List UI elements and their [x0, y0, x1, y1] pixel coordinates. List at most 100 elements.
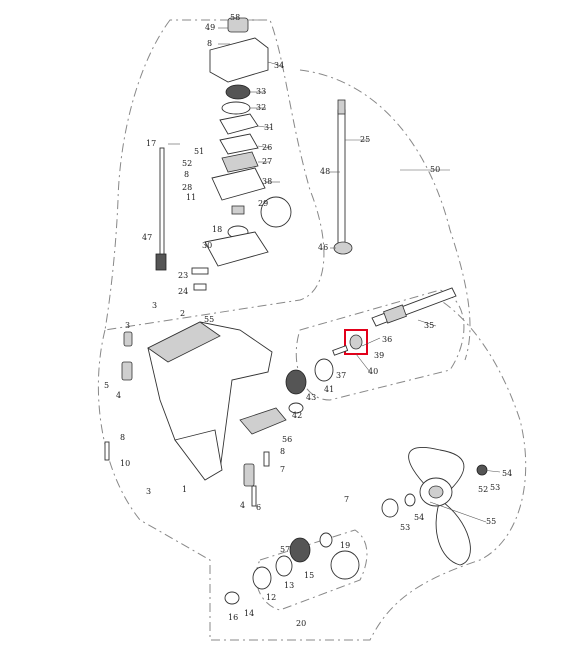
callout-28: 30: [202, 241, 212, 250]
callout-43: 47: [142, 233, 152, 242]
seal-19: [319, 532, 333, 548]
callout-4a: 4: [116, 391, 121, 400]
impeller-31: [225, 84, 251, 100]
callout-31: 33: [256, 87, 266, 96]
group-outline-upper: [104, 19, 325, 331]
fasteners: [104, 267, 270, 507]
callout-47: 51: [194, 147, 204, 156]
hub-bore: [428, 485, 444, 499]
cap-58: [227, 17, 249, 33]
housing-top: [147, 321, 221, 363]
callout-13: 13: [284, 581, 294, 590]
clutch-37: [349, 334, 363, 350]
shift-rod: [155, 147, 167, 271]
gear-41: [285, 369, 307, 395]
group-outline-gear: [255, 529, 368, 611]
callout-18: 18: [212, 225, 222, 234]
lower-unit-housing: [147, 321, 273, 481]
group-outline-driveshaft: [299, 69, 471, 361]
water-pump-assembly: [204, 17, 292, 267]
callout-12: 12: [266, 593, 276, 602]
shaft-33: [371, 287, 457, 327]
callout-40: 42: [292, 411, 302, 420]
callout-7a: 7: [280, 465, 285, 474]
washer-14: [224, 591, 240, 605]
callout-11: 11: [186, 193, 196, 202]
bracket-4: [123, 331, 133, 347]
pin-35: [332, 345, 349, 356]
part-37-highlight: [344, 329, 368, 355]
callout-25: 27: [262, 157, 272, 166]
group-outline-main: [97, 299, 527, 641]
callout-24: 26: [262, 143, 272, 152]
callout-35: 37: [336, 371, 346, 380]
callout-44: 48: [320, 167, 330, 176]
shaft-spline: [337, 99, 346, 115]
washer-27: [231, 205, 245, 215]
callout-6: 6: [256, 503, 261, 512]
callout-55: 55: [204, 315, 214, 324]
callout-57: 57: [280, 545, 290, 554]
callout-27: 29: [258, 199, 268, 208]
callout-26: 28: [182, 183, 192, 192]
prop-blade-upper: [408, 446, 465, 491]
callout-39: 41: [324, 385, 334, 394]
gear-15: [289, 537, 311, 563]
propeller: [381, 446, 488, 566]
callout-45: 49: [205, 23, 215, 32]
callout-33: 35: [424, 321, 434, 330]
callout-41: 43: [306, 393, 316, 402]
callout-49: 53: [400, 523, 410, 532]
callout-46: 50: [430, 165, 440, 174]
gear-train: [239, 345, 349, 435]
bolt-6: [251, 485, 257, 507]
rod-43: [159, 147, 165, 259]
callout-38: 40: [368, 367, 378, 376]
callout-48: 52: [182, 159, 192, 168]
base-36: [211, 167, 266, 201]
anode-plate: [239, 407, 287, 435]
callout-4b: 4: [240, 501, 245, 510]
ring-40: [288, 402, 304, 414]
callout-29: 31: [264, 123, 274, 132]
callout-8d: 8: [280, 447, 285, 456]
callout-42: 46: [318, 243, 328, 252]
callout-3c: 3: [146, 487, 151, 496]
callout-32: 34: [274, 61, 284, 70]
bolt-7: [263, 451, 270, 467]
bolt-10: [104, 441, 110, 461]
shaft-23: [337, 109, 346, 251]
spacer-50: [404, 493, 416, 507]
shaft-splines: [383, 304, 407, 324]
callout-54: 54: [502, 469, 512, 478]
callout-7b: 7: [344, 495, 349, 504]
lower-gear-group: [224, 532, 360, 605]
callout-1: 1: [182, 485, 187, 494]
callout-10: 10: [120, 459, 130, 468]
callout-37: 39: [374, 351, 384, 360]
plate-4b: [243, 463, 255, 487]
clip-21: [191, 267, 209, 275]
callout-53: 53: [490, 483, 500, 492]
bearing-39: [314, 358, 334, 382]
callout-3b: 3: [125, 321, 130, 330]
callout-8a: 8: [207, 39, 212, 48]
callout-20: 20: [296, 619, 306, 628]
clip-22: [193, 283, 207, 291]
callout-3a: 3: [152, 301, 157, 310]
group-outline-bearing: [295, 289, 465, 401]
thrust-washer-49: [381, 498, 399, 518]
callout-22: 24: [178, 287, 188, 296]
plate-29: [219, 113, 259, 135]
bearing-13: [275, 555, 293, 577]
prop-blade-lower: [435, 499, 471, 566]
gearcase-nose: [174, 429, 223, 481]
callout-34: 36: [382, 335, 392, 344]
propeller-shaft: [371, 287, 457, 327]
bushing-42: [333, 241, 353, 255]
rod-end: [155, 253, 167, 271]
callout-36: 38: [262, 177, 272, 186]
callout-14: 14: [244, 609, 254, 618]
callout-15: 15: [304, 571, 314, 580]
